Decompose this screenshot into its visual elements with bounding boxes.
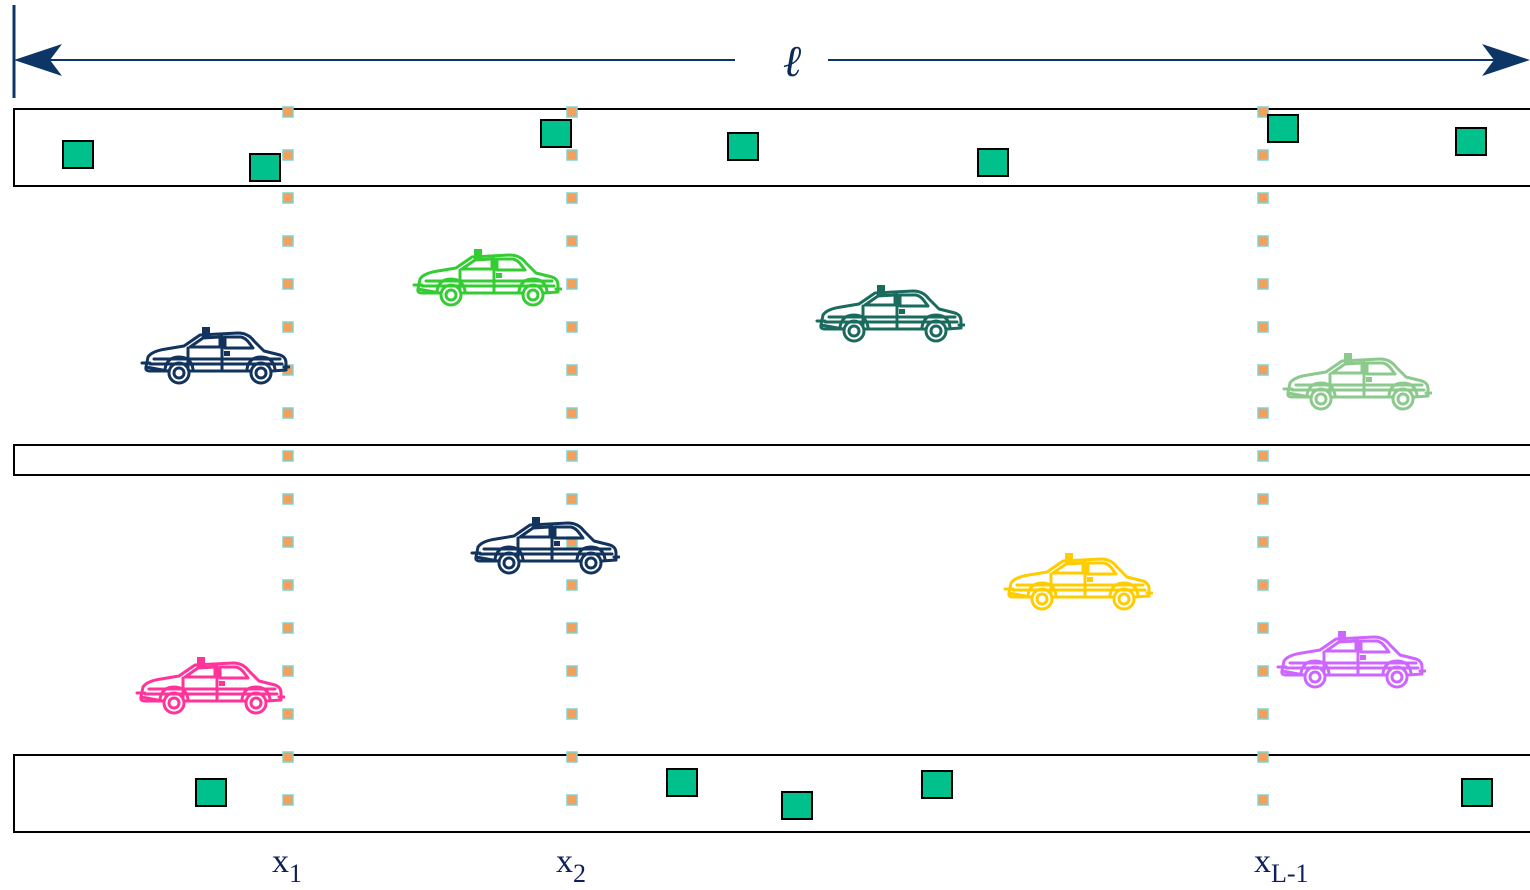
divider-dot (282, 235, 294, 247)
divider-dot (1257, 751, 1269, 763)
divider-dot (282, 106, 294, 118)
divider-dot (1257, 235, 1269, 247)
divider-dot (1257, 106, 1269, 118)
divider-dot (566, 149, 578, 161)
upper-roadside-band (13, 108, 1530, 187)
roadside-node (921, 770, 953, 799)
divider-dot (1257, 407, 1269, 419)
divider-dot (566, 278, 578, 290)
section-dividers (282, 106, 1269, 806)
divider-dot (282, 321, 294, 333)
divider-dot (566, 794, 578, 806)
car-icon (140, 325, 290, 385)
divider-dot (1257, 536, 1269, 548)
divider-dot (282, 751, 294, 763)
section-label-x2: x2 (556, 843, 586, 888)
roadside-node (1461, 778, 1493, 807)
car-icon (470, 515, 620, 575)
section-label-x1: x1 (272, 843, 302, 888)
roadside-node (781, 791, 813, 820)
divider-dot (282, 579, 294, 591)
divider-dot (566, 364, 578, 376)
vehicles (135, 247, 1432, 715)
divider-dot (566, 622, 578, 634)
divider-dot (1257, 493, 1269, 505)
divider-dot (566, 321, 578, 333)
divider-dot (1257, 794, 1269, 806)
divider-dot (282, 278, 294, 290)
divider-dot (566, 708, 578, 720)
divider-dot (282, 794, 294, 806)
divider-dot (282, 622, 294, 634)
divider-dot (1257, 622, 1269, 634)
divider-dot (1257, 192, 1269, 204)
lower-roadside-band (13, 754, 1530, 833)
divider-dot (282, 450, 294, 462)
roadside-node (540, 119, 572, 148)
divider-dot (1257, 665, 1269, 677)
divider-dot (566, 493, 578, 505)
divider-dot (1257, 364, 1269, 376)
length-label: ℓ (783, 36, 802, 87)
divider-dot (282, 149, 294, 161)
arrow-head-right (1482, 44, 1530, 76)
divider-dot (282, 708, 294, 720)
divider-dot (566, 665, 578, 677)
car-icon (815, 283, 965, 343)
car-icon (1276, 629, 1426, 689)
roadside-nodes (62, 114, 1493, 820)
roadside-node (1267, 114, 1299, 143)
roadside-node (195, 778, 227, 807)
length-arrow (12, 5, 1530, 98)
car-icon (1003, 551, 1153, 611)
car-icon (412, 247, 562, 307)
divider-dot (282, 536, 294, 548)
divider-dot (1257, 450, 1269, 462)
divider-dot (566, 579, 578, 591)
divider-dot (566, 450, 578, 462)
section-label-xl-1: xL-1 (1254, 843, 1309, 888)
divider-dot (282, 665, 294, 677)
roadside-node (249, 153, 281, 182)
divider-dot (282, 192, 294, 204)
roadside-node (1455, 127, 1487, 156)
divider-dot (1257, 579, 1269, 591)
divider-dot (566, 235, 578, 247)
divider-dot (1257, 708, 1269, 720)
divider-dot (282, 493, 294, 505)
roadside-node (666, 768, 698, 797)
roadside-node (977, 148, 1009, 177)
divider-dot (566, 106, 578, 118)
section-divider-line (566, 106, 578, 806)
car-icon (135, 655, 285, 715)
divider-dot (1257, 278, 1269, 290)
car-icon (1282, 351, 1432, 411)
divider-dot (566, 192, 578, 204)
divider-dot (566, 751, 578, 763)
median-band (13, 444, 1530, 476)
roadside-node (62, 140, 94, 169)
roadside-node (727, 132, 759, 161)
divider-dot (1257, 149, 1269, 161)
section-divider-line (282, 106, 294, 806)
section-divider-line (1257, 106, 1269, 806)
divider-dot (1257, 321, 1269, 333)
section-labels: x1 x2 xL-1 (272, 843, 1309, 888)
divider-dot (566, 407, 578, 419)
divider-dot (282, 407, 294, 419)
arrow-head-left (14, 44, 62, 76)
